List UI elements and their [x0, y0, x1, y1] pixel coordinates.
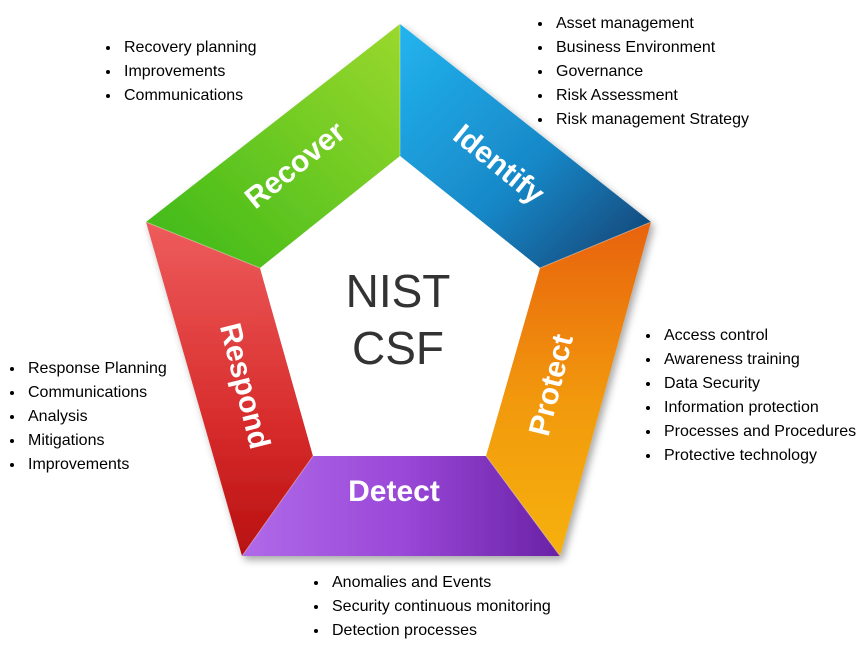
list-item: Communications	[10, 381, 167, 405]
list-item: Response Planning	[10, 357, 167, 381]
list-item: Mitigations	[10, 429, 167, 453]
list-item: Governance	[538, 60, 749, 84]
list-item: Anomalies and Events	[314, 571, 551, 595]
list-item: Risk management Strategy	[538, 108, 749, 132]
list-item: Improvements	[106, 60, 257, 84]
detect-segment	[242, 456, 560, 556]
list-item: Improvements	[10, 453, 167, 477]
recover-items-list: Recovery planning Improvements Communica…	[104, 36, 257, 108]
identify-items-list: Asset management Business Environment Go…	[536, 12, 749, 132]
respond-items-list: Response Planning Communications Analysi…	[8, 357, 167, 477]
center-title-line1: NIST	[346, 265, 451, 317]
protect-segment	[486, 222, 651, 556]
identify-segment	[400, 24, 651, 268]
list-item: Protective technology	[645, 444, 856, 468]
list-item: Business Environment	[538, 36, 749, 60]
list-item: Security continuous monitoring	[314, 595, 551, 619]
protect-items-list: Access control Awareness training Data S…	[644, 324, 856, 468]
list-item: Awareness training	[645, 348, 856, 372]
list-item: Access control	[645, 324, 856, 348]
list-item: Information protection	[645, 396, 856, 420]
center-title-line2: CSF	[352, 322, 444, 374]
list-item: Data Security	[645, 372, 856, 396]
list-item: Recovery planning	[106, 36, 257, 60]
list-item: Risk Assessment	[538, 84, 749, 108]
respond-segment	[146, 222, 313, 556]
list-item: Analysis	[10, 405, 167, 429]
list-item: Processes and Procedures	[645, 420, 856, 444]
detect-items-list: Anomalies and Events Security continuous…	[312, 571, 551, 643]
detect-label: Detect	[348, 475, 440, 508]
list-item: Communications	[106, 84, 257, 108]
center-pentagon	[260, 156, 540, 456]
list-item: Asset management	[538, 12, 749, 36]
recover-segment	[146, 24, 400, 268]
list-item: Detection processes	[314, 619, 551, 643]
